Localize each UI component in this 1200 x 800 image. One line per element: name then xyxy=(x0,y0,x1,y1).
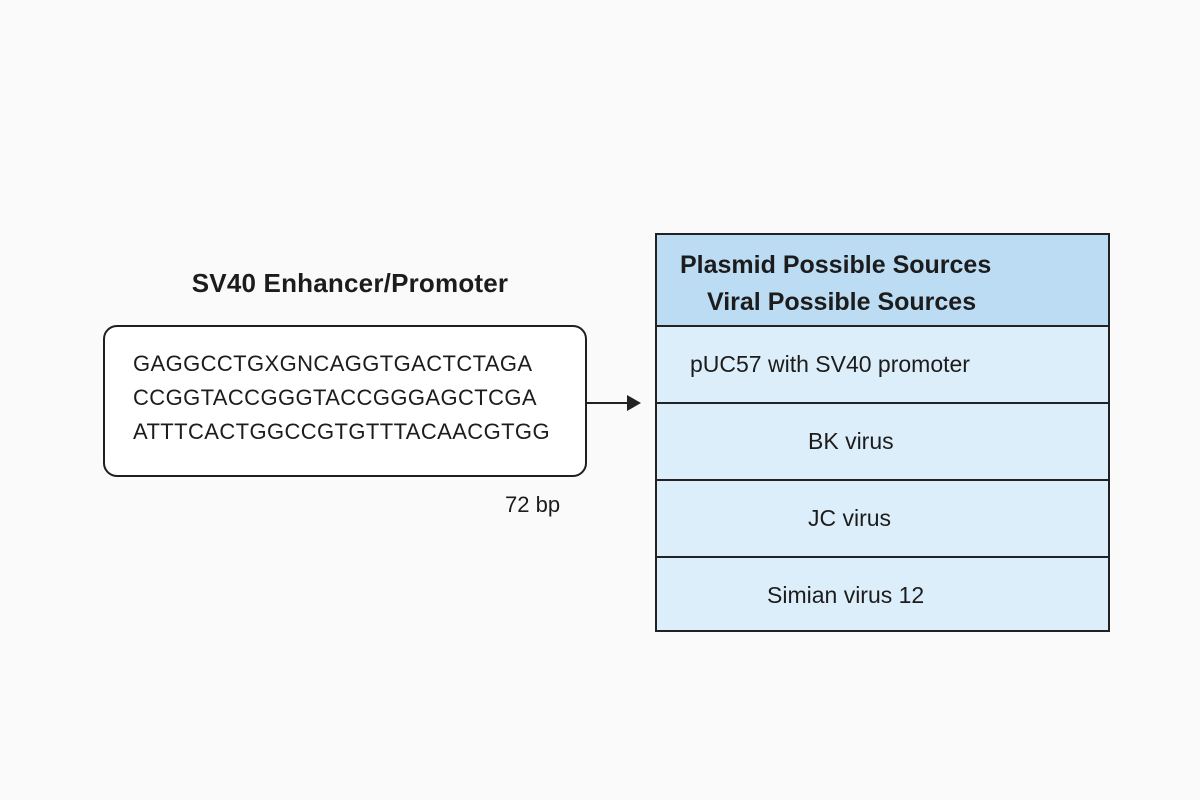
sources-header: Plasmid Possible Sources Viral Possible … xyxy=(657,235,1108,327)
table-row: BK virus xyxy=(657,404,1108,481)
table-row: pUC57 with SV40 promoter xyxy=(657,327,1108,404)
arrow-head xyxy=(627,395,641,411)
arrow-right-icon xyxy=(587,395,641,411)
promoter-title: SV40 Enhancer/Promoter xyxy=(191,268,509,298)
sequence-line-2: CCGGTACCGGGTACCGGGAGCTCGA xyxy=(133,385,537,410)
header-plasmid-sources: Plasmid Possible Sources xyxy=(680,251,992,279)
sequence-box: GAGGCCTGXGNCAGGTGACTCTAGA CCGGTACCGGGTAC… xyxy=(103,325,587,477)
sequence-line-1: GAGGCCTGXGNCAGGTGACTCTAGA xyxy=(133,351,533,376)
sources-table: Plasmid Possible Sources Viral Possible … xyxy=(655,233,1110,632)
header-viral-sources: Viral Possible Sources xyxy=(707,288,977,316)
sequence-line-3: ATTTCACTGGCCGTGTTTACAACGTGG xyxy=(133,419,550,444)
table-row: JC virus xyxy=(657,481,1108,558)
length-label: 72 bp xyxy=(505,492,561,517)
table-row: Simian virus 12 xyxy=(767,582,925,608)
